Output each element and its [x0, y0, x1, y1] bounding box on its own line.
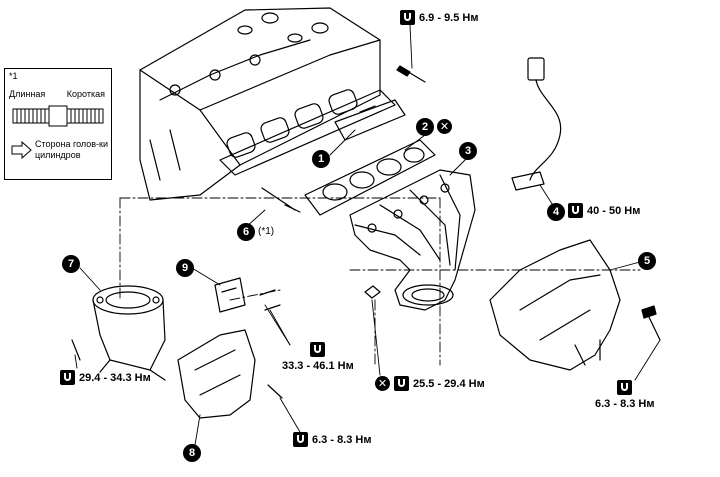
legend-short-label: Короткая	[66, 89, 105, 99]
callout-9: 9	[176, 259, 194, 277]
torque-lower-cover: 6.3 - 8.3 Нм	[293, 432, 372, 447]
legend-asterisk-label: *1	[9, 71, 18, 81]
stud-orientation-legend: *1 Длинная Короткая Сторона голов-ки цил…	[4, 68, 112, 180]
top-bolt	[396, 65, 426, 83]
legend-long-label: Длинная	[9, 89, 46, 99]
callout-6: 6	[237, 223, 255, 241]
replace-icon: ✕	[375, 376, 390, 391]
callout-3: 3	[459, 142, 477, 160]
callout-1: 1	[312, 150, 330, 168]
torque-left-bolt-value: 29.4 - 34.3 Нм	[79, 371, 151, 384]
torque-top-bolt-value: 6.9 - 9.5 Нм	[419, 11, 479, 24]
callout-8: 8	[183, 444, 201, 462]
torque-converter-nuts: ✕ 25.5 - 29.4 Нм	[375, 376, 485, 391]
exhaust-manifold	[349, 169, 476, 311]
legend-side-label: Сторона голов-ки цилиндров	[35, 139, 109, 160]
torque-right-cover: 6.3 - 8.3 Нм	[595, 380, 655, 410]
torque-right-cover-value: 6.3 - 8.3 Нм	[595, 398, 655, 410]
torque-bracket-bolts-value: 33.3 - 46.1 Нм	[282, 360, 354, 372]
replace-icon: ✕	[437, 119, 452, 134]
torque-converter-nuts-value: 25.5 - 29.4 Нм	[413, 377, 485, 390]
gasket	[304, 139, 436, 216]
torque-oxygen-sensor: 40 - 50 Нм	[568, 203, 640, 218]
stud	[261, 187, 296, 211]
torque-wrench-icon	[394, 376, 409, 391]
arrow-right-icon	[11, 141, 32, 159]
oxygen-sensor	[511, 57, 562, 191]
torque-wrench-icon	[400, 10, 415, 25]
support-bracket	[214, 277, 246, 313]
right-bolt	[647, 314, 661, 341]
torque-wrench-icon	[60, 370, 75, 385]
torque-wrench-icon	[293, 432, 308, 447]
callout-5: 5	[638, 252, 656, 270]
callout-2: 2	[416, 118, 434, 136]
heat-shield-right	[489, 239, 621, 371]
torque-left-bolt: 29.4 - 34.3 Нм	[60, 370, 151, 385]
manifold-nut	[364, 285, 381, 299]
part6-suffix: (*1)	[258, 226, 275, 237]
torque-oxygen-sensor-value: 40 - 50 Нм	[587, 204, 641, 217]
catalytic-converter	[92, 285, 166, 381]
stud-illustration	[12, 105, 104, 127]
torque-wrench-icon	[310, 342, 326, 357]
torque-lower-cover-value: 6.3 - 8.3 Нм	[312, 433, 372, 446]
torque-wrench-icon	[617, 380, 633, 395]
callout-7: 7	[62, 255, 80, 273]
heat-shield-lower	[177, 329, 256, 419]
torque-wrench-icon	[568, 203, 583, 218]
torque-bracket-bolts: 33.3 - 46.1 Нм	[282, 342, 354, 372]
torque-top-bolt: 6.9 - 9.5 Нм	[400, 10, 479, 25]
callout-4: 4	[547, 203, 565, 221]
cylinder-head	[139, 7, 406, 201]
